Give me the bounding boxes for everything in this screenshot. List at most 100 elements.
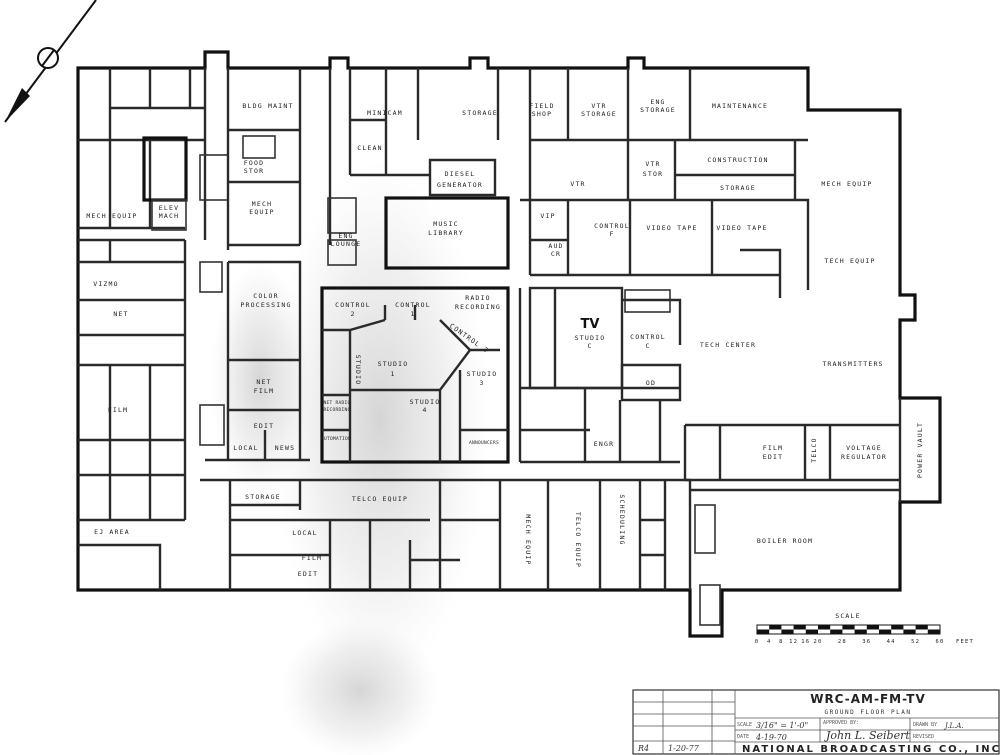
scale-tick-label: 16 [801, 639, 810, 645]
room-label: NET RADIO [323, 400, 350, 406]
scale-unit: FEET [956, 639, 974, 645]
scan-smudge [210, 260, 310, 500]
room-label: SHOP [532, 110, 552, 118]
room-label: STOR [643, 170, 663, 178]
room-label: TELCO EQUIP [352, 495, 408, 503]
room-label: VTR [645, 160, 660, 168]
room-label: VTR [570, 180, 585, 188]
room-label: AUD [548, 242, 563, 250]
approved-signature: John L. Seibert [824, 729, 910, 742]
room-label: RECORDING [323, 407, 350, 413]
room-label: FILM [108, 406, 128, 414]
room-label: CONTROL [630, 333, 666, 341]
room-label: MECH EQUIP [86, 212, 137, 220]
room-label: STORAGE [581, 110, 617, 118]
scale-tick-label: 28 [838, 639, 847, 645]
scan-smudge [270, 160, 490, 680]
room-label: VTR [591, 102, 606, 110]
room-label: TECH CENTER [700, 341, 756, 349]
room-label: CR [551, 250, 561, 258]
room-label: EDIT [298, 570, 318, 578]
scale-tick-label: 36 [862, 639, 871, 645]
room-label: FILM [254, 387, 274, 395]
room-label: COLOR [253, 292, 279, 300]
station-title: WRC-AM-FM-TV [810, 692, 926, 706]
scale-cell [903, 629, 916, 634]
scale-cell [891, 625, 904, 630]
room-label: NEWS [275, 444, 295, 452]
room-label: ENG [338, 232, 353, 240]
scale-cell [769, 625, 782, 630]
scan-smudge [280, 620, 440, 755]
room-label: TRANSMITTERS [822, 360, 883, 368]
room-label: EDIT [763, 453, 783, 461]
room-label: STUDIO [467, 370, 498, 378]
room-label: BLDG MAINT [242, 102, 293, 110]
room-label: MECH EQUIP [821, 180, 872, 188]
room-label: RADIO [465, 294, 491, 302]
company-name: NATIONAL BROADCASTING CO., INC. [742, 744, 1000, 755]
room-label: LOUNGE [331, 240, 362, 248]
room-label: LIBRARY [428, 229, 464, 237]
room-label: RECORDING [455, 303, 501, 311]
room-label: 2 [350, 310, 355, 318]
room-labels: BLDG MAINT MINICAM STORAGE FIELD SHOP VT… [86, 98, 924, 578]
date-field-value: 4-19-70 [755, 733, 787, 742]
room-label: ANNOUNCERS [469, 440, 499, 446]
drawn-field-label: DRAWN BY [913, 722, 937, 728]
room-label: PROCESSING [240, 301, 291, 309]
room-label: MACH [159, 212, 179, 220]
room-label: STORAGE [640, 106, 676, 114]
outer-wall [76, 50, 942, 638]
room-label: REGULATOR [841, 453, 887, 461]
room-label: MUSIC [433, 220, 459, 228]
room-label: MINICAM [367, 109, 403, 117]
room-label: TV [581, 317, 600, 332]
room-label: TELCO [810, 437, 818, 463]
scale-cell [781, 629, 794, 634]
room-label: STUDIO [575, 334, 606, 342]
room-label: ENG [650, 98, 665, 106]
room-label: EDIT [254, 422, 274, 430]
room-label: TECH EQUIP [824, 257, 875, 265]
scale-tick-label: 60 [935, 639, 944, 645]
room-label: 1 [390, 370, 395, 378]
approved-field-label: APPROVED BY: [823, 720, 859, 726]
room-label: CLEAN [357, 144, 383, 152]
room-label: CONTROL [395, 301, 431, 309]
scale-tick-label: 20 [813, 639, 822, 645]
room-label: FOOD [244, 159, 264, 167]
room-label: CONSTRUCTION [707, 156, 768, 164]
revised-field-label: REVISED [913, 734, 934, 740]
room-label: GENERATOR [437, 181, 483, 189]
room-label: OD [646, 379, 656, 387]
room-label: STUDIO [354, 355, 362, 386]
room-label: STUDIO [410, 398, 441, 406]
title-block: WRC-AM-FM-TV GROUND FLOOR PLAN SCALE 3/1… [632, 689, 1000, 755]
room-label: 4 [422, 406, 427, 414]
scale-tick-label: 0 [755, 639, 760, 645]
room-label: C [587, 342, 592, 350]
room-label: FILM [302, 554, 322, 562]
room-label: MAINTENANCE [712, 102, 768, 110]
scale-cell [805, 629, 818, 634]
room-label: VIZMO [93, 280, 119, 288]
room-label: EJ AREA [94, 528, 130, 536]
scale-label: SCALE [835, 612, 861, 620]
room-label: VIDEO TAPE [646, 224, 697, 232]
room-label: CONTROL [594, 222, 630, 230]
scale-cell [927, 629, 940, 634]
scale-cell [830, 629, 843, 634]
scale-cell [854, 629, 867, 634]
scale-cell [879, 629, 892, 634]
scale-field-label: SCALE [737, 722, 752, 728]
scale-cell [866, 625, 879, 630]
room-label: FIELD [529, 102, 555, 110]
room-label: STORAGE [720, 184, 756, 192]
room-label: AUTOMATION [321, 436, 351, 442]
scale-tick-label: 4 [767, 639, 772, 645]
room-label: LOCAL [292, 529, 318, 537]
room-label: F [609, 230, 614, 238]
